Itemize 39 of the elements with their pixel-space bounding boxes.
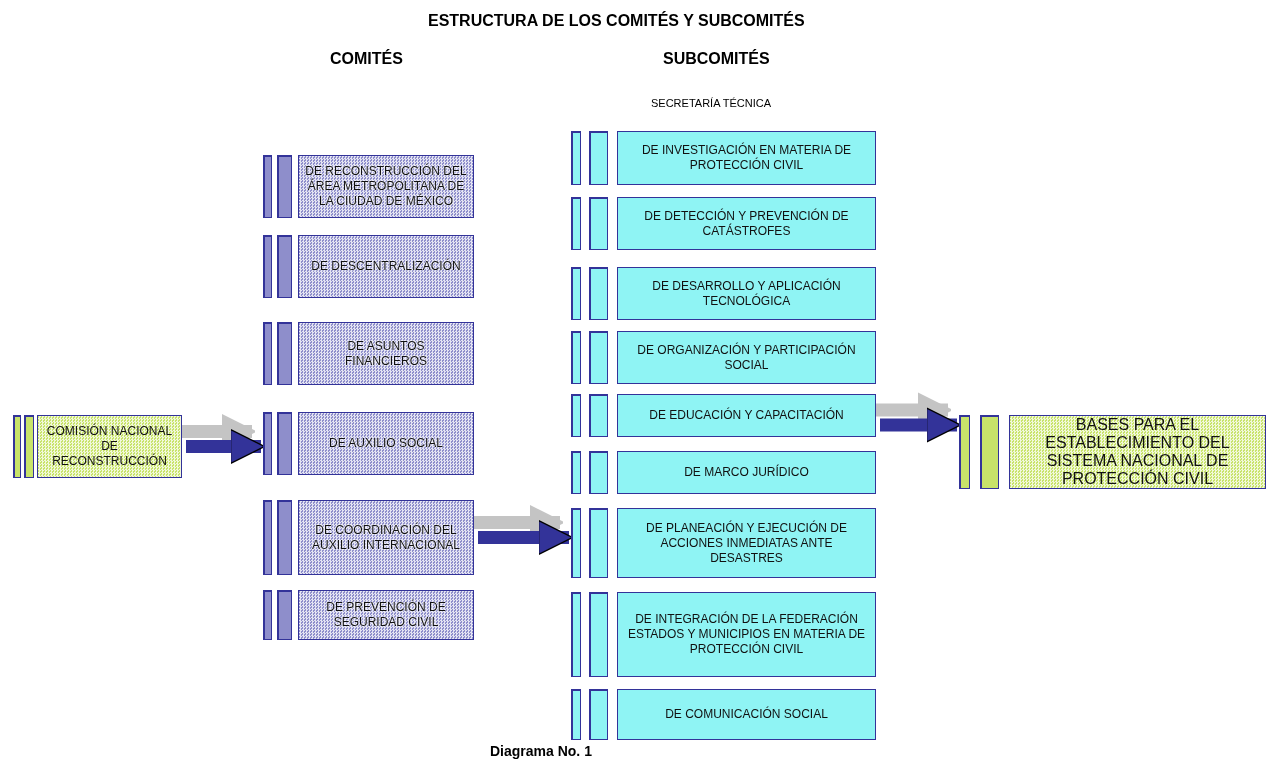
committee-box xyxy=(571,508,876,578)
committee-name: DE COORDINACIÓN DEL AUXILIO INTERNACIONAL xyxy=(311,522,461,553)
committee-box xyxy=(263,155,474,218)
committee-box xyxy=(571,267,876,320)
committee-box xyxy=(263,322,474,385)
committee-name: DE DESARROLLO Y APLICACIÓN TECNOLÓGICA xyxy=(651,278,842,309)
committee-box xyxy=(263,412,474,475)
diagram-title: ESTRUCTURA DE LOS COMITÉS Y SUBCOMITÉS xyxy=(428,12,805,30)
committee-name: DE PREVENCIÓN DE SEGURIDAD CIVIL xyxy=(325,600,447,630)
committee-name: DE ORGANIZACIÓN Y PARTICIPACIÓN SOCIAL xyxy=(636,342,857,373)
committee-box xyxy=(263,500,474,575)
committee-box xyxy=(571,131,876,185)
committee-name: DE INTEGRACIÓN DE LA FEDERACIÓN ESTADOS Y MUNICIPIOS EN MATERIA DE PROTECCIÓN CIVIL xyxy=(626,612,867,657)
committee-box xyxy=(571,331,876,384)
column-heading: COMITÉS xyxy=(330,50,403,68)
committee-box xyxy=(571,689,876,740)
committee-box xyxy=(571,197,876,250)
committee-name: DE MARCO JURÍDICO xyxy=(684,465,809,480)
diagram-caption: Diagrama No. 1 xyxy=(490,743,592,759)
committee-name: COMISIÓN NACIONAL DE RECONSTRUCCIÓN xyxy=(45,424,174,469)
committee-name: DE PLANEACIÓN Y EJECUCIÓN DE ACCIONES INMEDIATAS ANTE DESASTRES xyxy=(645,520,848,566)
section-note: SECRETARÍA TÉCNICA xyxy=(651,97,771,109)
committee-box xyxy=(13,415,182,478)
committee-box xyxy=(263,590,474,640)
committee-name: DE EDUCACIÓN Y CAPACITACIÓN xyxy=(649,408,844,423)
column-heading: SUBCOMITÉS xyxy=(663,50,770,68)
committee-name: BASES PARA EL ESTABLECIMIENTO DEL SISTEMA NACIONAL DE PROTECCIÓN CIVIL xyxy=(1044,416,1231,488)
committee-box xyxy=(263,235,474,298)
committee-box xyxy=(959,415,1266,489)
committee-name: DE DESCENTRALIZACIÓN xyxy=(311,259,461,274)
committee-name: DE AUXILIO SOCIAL xyxy=(328,436,443,451)
committee-name: DE INVESTIGACIÓN EN MATERIA DE PROTECCIÓN CIVIL xyxy=(640,143,853,173)
committee-name: DE DETECCIÓN Y PREVENCIÓN DE CATÁSTROFES xyxy=(643,208,850,239)
committee-name: DE COMUNICACIÓN SOCIAL xyxy=(665,707,828,722)
committee-box xyxy=(571,592,876,677)
committee-name: DE RECONSTRUCCIÓN DEL ÁREA METROPOLITANA DE LA CIUDAD DE MÉXICO xyxy=(305,164,467,209)
committee-box xyxy=(571,451,876,494)
committee-box xyxy=(571,394,876,437)
committee-name: DE ASUNTOS FINANCIEROS xyxy=(344,338,428,369)
